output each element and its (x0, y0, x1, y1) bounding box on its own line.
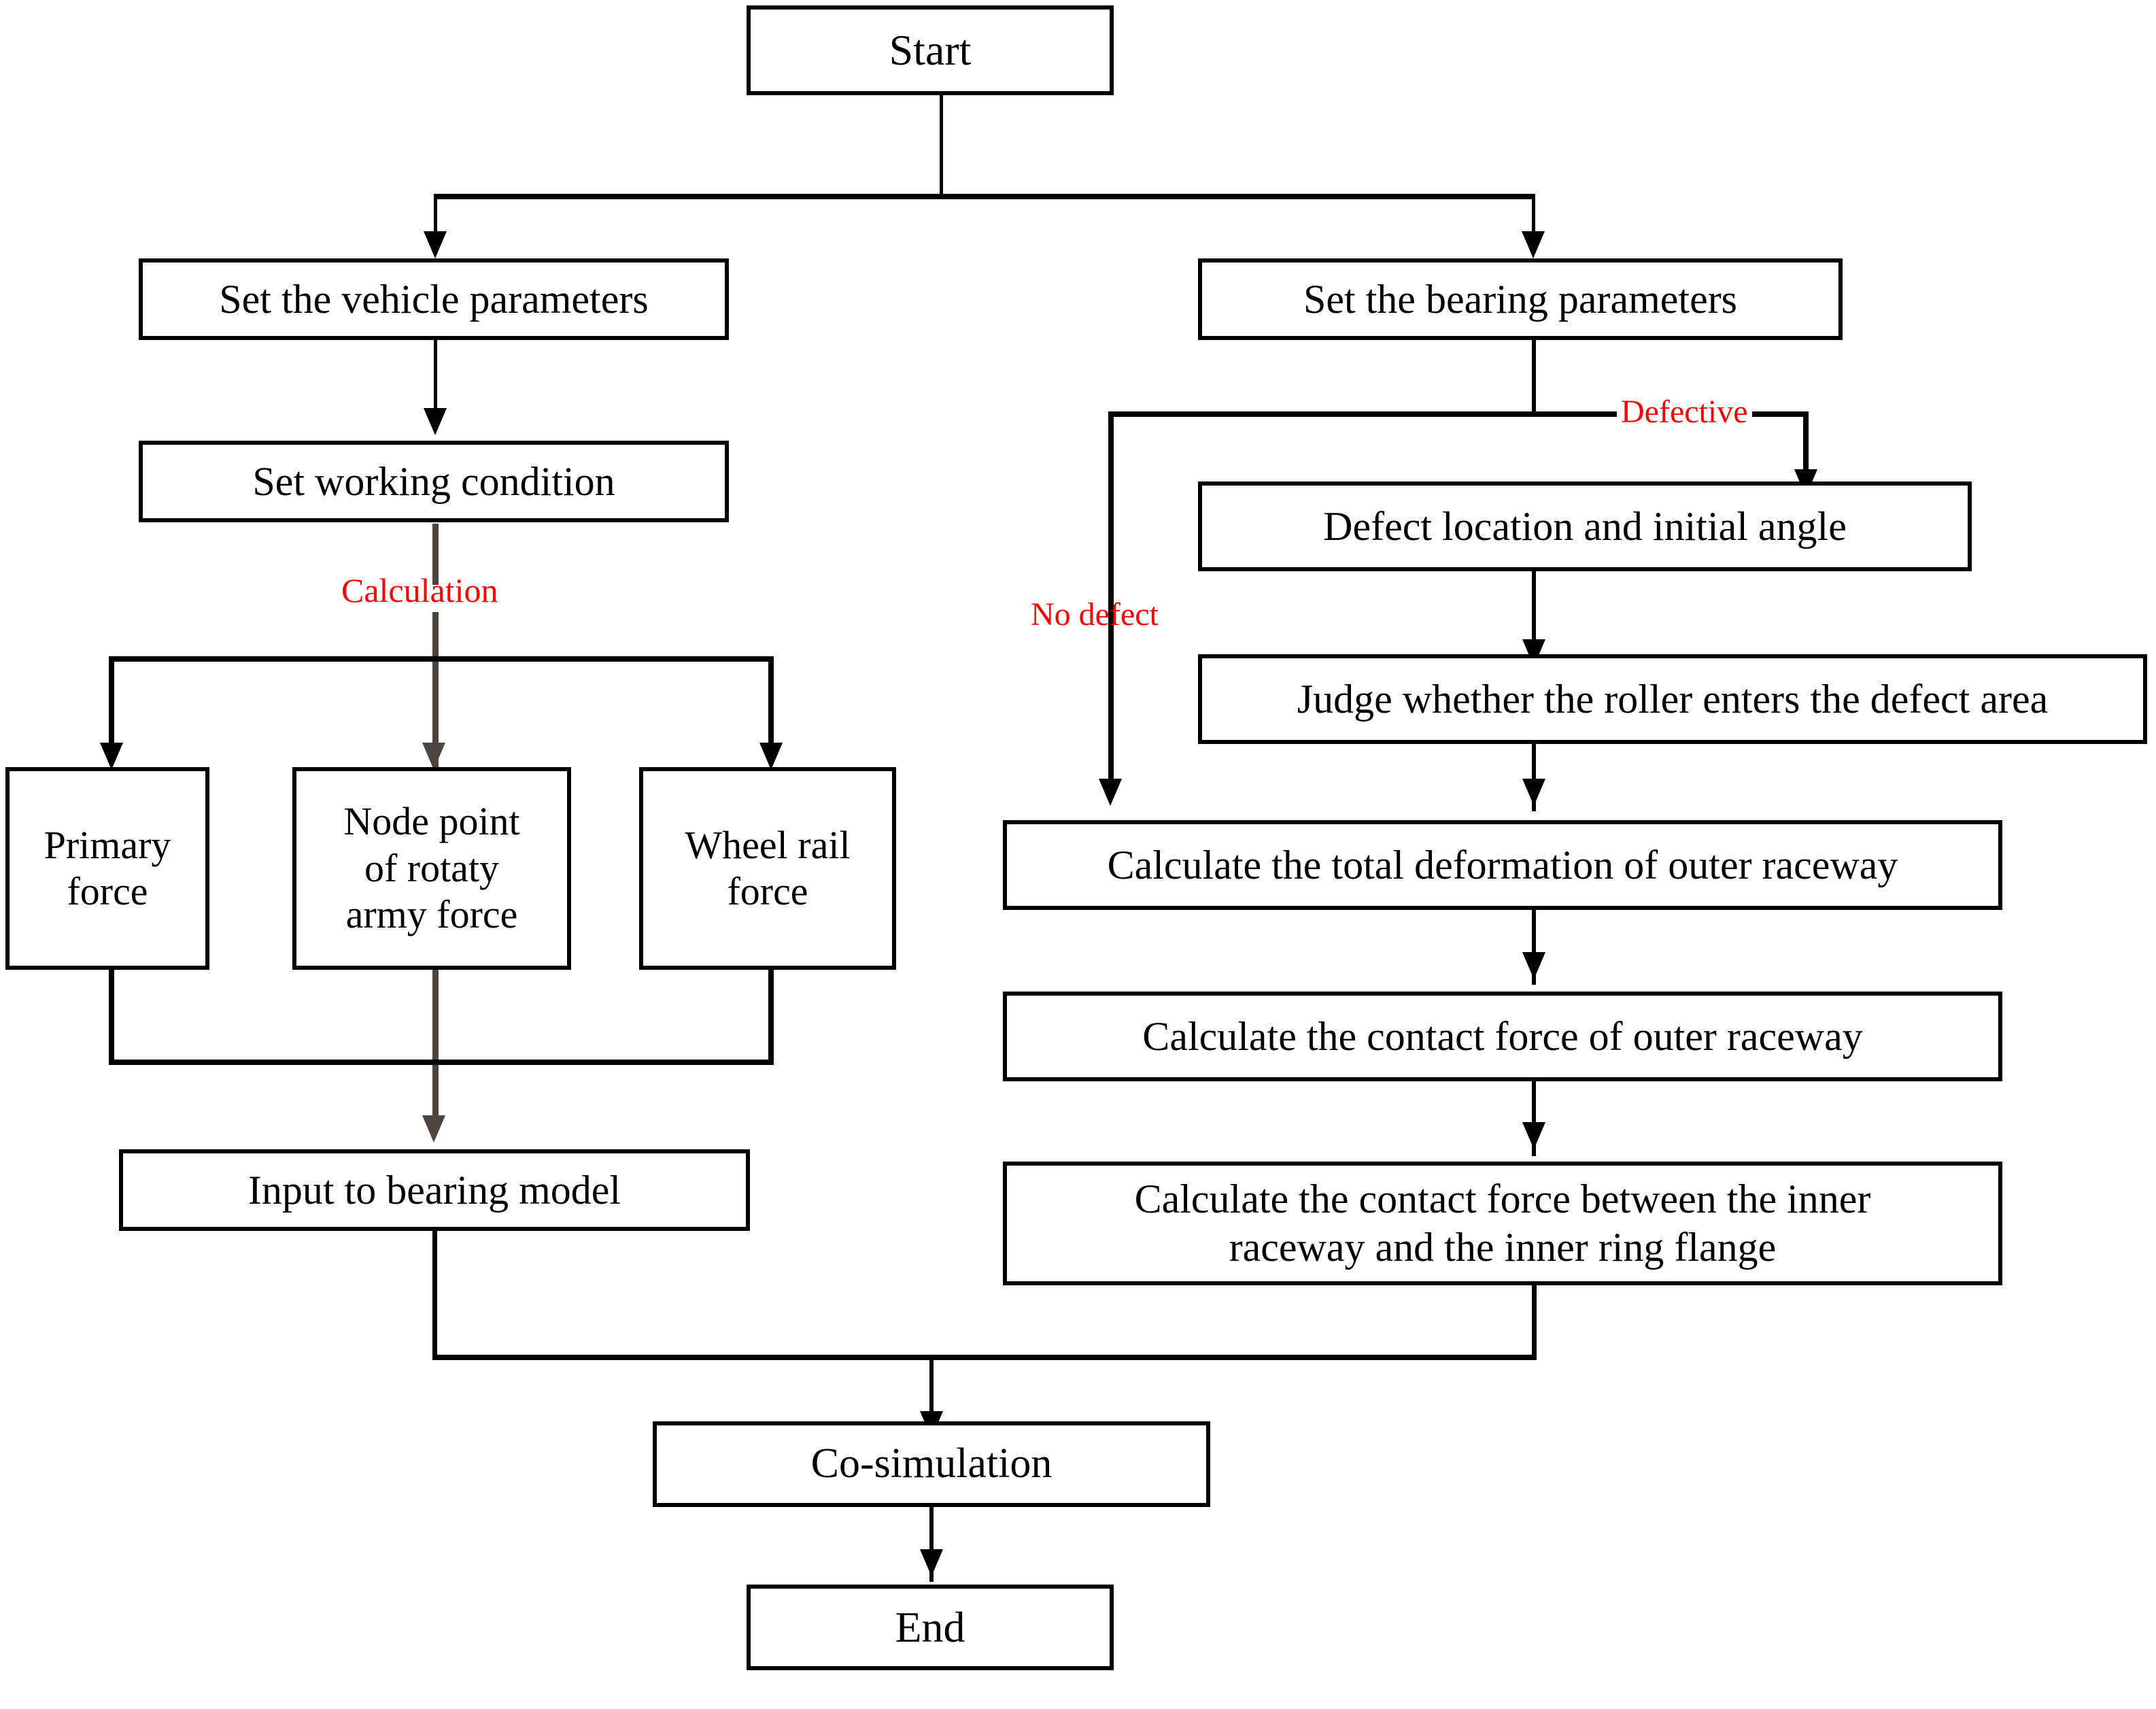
node-node-point-line-3: army force (345, 892, 518, 937)
node-set-bearing-parameters-label: Set the bearing parameters (1303, 276, 1738, 322)
node-node-point-rotaty-army-force[interactable]: Node point of rotaty army force (292, 767, 571, 970)
node-co-simulation[interactable]: Co-simulation (653, 1421, 1210, 1507)
node-calculate-total-deformation-outer-raceway[interactable]: Calculate the total deformation of outer… (1003, 820, 2002, 910)
node-node-point-line-2: of rotaty (364, 845, 500, 890)
connector-wheel-rail-down (768, 969, 774, 1064)
connector-force-split-bar (109, 656, 774, 662)
connector-defective-down (1803, 411, 1809, 479)
arrow-to-set-working-condition (424, 408, 447, 435)
connector-input-model-down (432, 1231, 437, 1355)
node-set-working-condition[interactable]: Set working condition (139, 441, 729, 522)
node-co-simulation-label: Co-simulation (810, 1440, 1053, 1487)
arrow-to-wheel-rail-force (759, 743, 783, 770)
arrow-no-defect-to-deformation (1099, 779, 1122, 806)
node-primary-force-line-2: force (67, 869, 148, 913)
node-end-label: End (895, 1603, 965, 1652)
connector-top-split-left (434, 194, 437, 241)
node-calc-total-deformation-label: Calculate the total deformation of outer… (1107, 842, 1898, 887)
connector-vehicle-to-working (434, 340, 437, 415)
node-calc-contact-force-outer-label: Calculate the contact force of outer rac… (1142, 1013, 1863, 1059)
node-calc-contact-force-inner-line-2: raceway and the inner ring flange (1229, 1225, 1777, 1270)
arrow-to-set-bearing-parameters (1522, 231, 1545, 258)
connector-force-split-left (109, 656, 114, 751)
node-calc-contact-force-inner-line-1: Calculate the contact force between the … (1134, 1177, 1871, 1222)
arrow-to-primary-force (100, 743, 123, 770)
connector-defect-decision-bar (1108, 411, 1809, 417)
connector-cosimulation-to-end (929, 1507, 934, 1582)
connector-primary-force-down (109, 969, 114, 1064)
node-set-vehicle-parameters[interactable]: Set the vehicle parameters (139, 258, 729, 340)
node-primary-force[interactable]: Primary force (5, 767, 209, 970)
node-start-label: Start (889, 26, 972, 75)
node-judge-whether-roller-enters-defect-area[interactable]: Judge whether the roller enters the defe… (1198, 654, 2147, 744)
connector-force-merge-bar (109, 1060, 774, 1065)
node-input-to-bearing-model-label: Input to bearing model (247, 1167, 621, 1213)
connector-no-defect-down (1108, 411, 1114, 789)
node-node-point-line-1: Node point (343, 799, 520, 844)
connector-merge-to-cosimulation (929, 1355, 934, 1443)
connector-start-down (940, 95, 943, 196)
node-set-vehicle-parameters-label: Set the vehicle parameters (219, 276, 649, 322)
connector-force-split-right (768, 656, 774, 751)
arrow-judge-to-deformation (1522, 779, 1545, 806)
node-end[interactable]: End (747, 1585, 1114, 1670)
edge-label-defective: Defective (1617, 396, 1752, 428)
node-defect-location-and-initial-angle[interactable]: Defect location and initial angle (1198, 481, 1972, 571)
arrow-to-contact-force-inner (1522, 1122, 1545, 1149)
node-set-working-condition-label: Set working condition (252, 458, 615, 504)
connector-contact-outer-to-inner (1532, 1081, 1536, 1156)
node-input-to-bearing-model[interactable]: Input to bearing model (119, 1149, 750, 1231)
node-judge-roller-label: Judge whether the roller enters the defe… (1297, 676, 2049, 722)
node-calculate-contact-force-inner-raceway-flange[interactable]: Calculate the contact force between the … (1003, 1162, 2002, 1285)
arrow-to-end (920, 1549, 943, 1576)
node-wheel-rail-force[interactable]: Wheel rail force (639, 767, 896, 970)
connector-bearing-params-down (1532, 340, 1536, 415)
node-set-bearing-parameters[interactable]: Set the bearing parameters (1198, 258, 1843, 340)
connector-bottom-merge-bar (432, 1355, 1537, 1360)
edge-label-calculation: Calculation (341, 571, 498, 609)
arrow-to-input-bearing-model (422, 1115, 445, 1143)
connector-contact-inner-down (1532, 1285, 1537, 1360)
connector-top-split-bar (434, 194, 1535, 199)
edge-label-no-defect: No defect (1031, 596, 1159, 632)
connector-defect-to-judge (1532, 571, 1536, 653)
connector-deformation-to-contact-outer (1532, 910, 1536, 985)
connector-top-split-right (1532, 194, 1535, 241)
node-calculate-contact-force-outer-raceway[interactable]: Calculate the contact force of outer rac… (1003, 992, 2002, 1081)
node-primary-force-line-1: Primary (44, 822, 171, 867)
arrow-to-contact-force-outer (1522, 952, 1545, 979)
node-wheel-rail-line-2: force (727, 869, 808, 913)
connector-calculation-gray (432, 524, 439, 585)
node-defect-location-label: Defect location and initial angle (1323, 503, 1847, 549)
node-start[interactable]: Start (747, 5, 1114, 95)
arrow-to-node-point-force (422, 743, 445, 770)
arrow-to-set-vehicle-parameters (424, 231, 447, 258)
connector-judge-to-deformation (1532, 743, 1536, 811)
node-wheel-rail-line-1: Wheel rail (685, 822, 851, 867)
